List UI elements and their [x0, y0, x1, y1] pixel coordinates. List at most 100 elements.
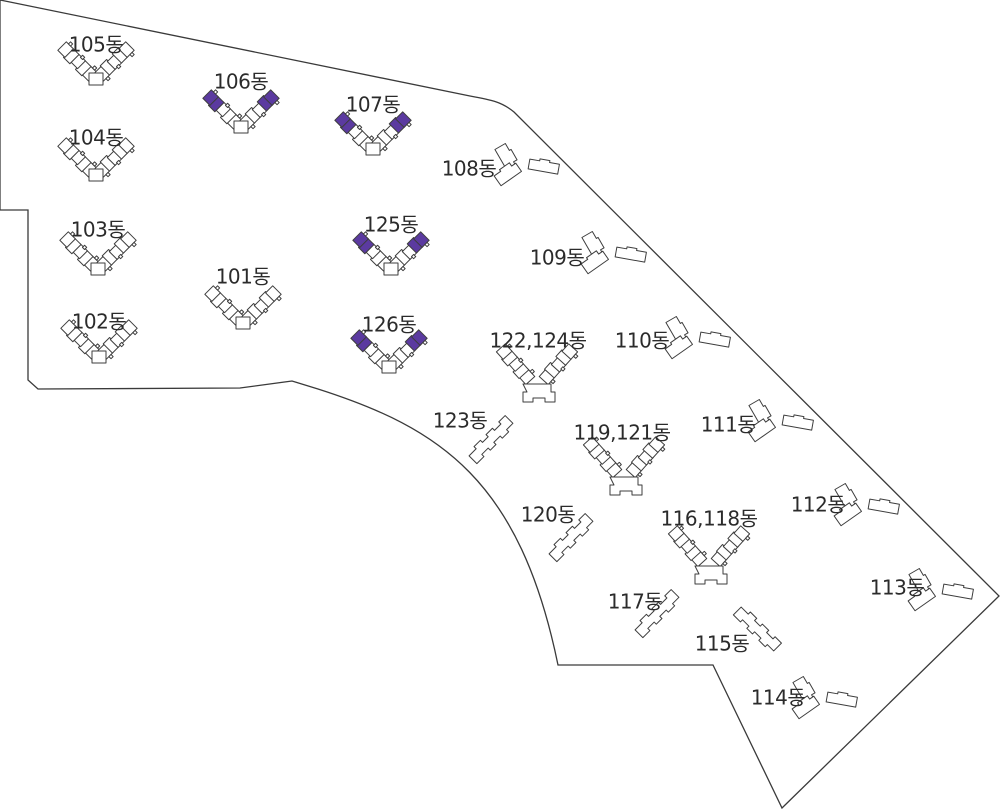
tower-outline: [527, 158, 560, 175]
building-117[interactable]: 117동: [608, 589, 681, 639]
balcony-notch: [118, 253, 124, 260]
building-125[interactable]: 125동: [352, 213, 431, 276]
balcony-notch: [368, 135, 375, 141]
tower-lower: [907, 587, 936, 612]
building-label: 126동: [362, 313, 417, 337]
building-105[interactable]: 105동: [57, 33, 136, 86]
balcony-notch: [745, 535, 751, 541]
balcony-notch: [701, 550, 707, 557]
balcony-notch: [362, 231, 369, 237]
balcony-notch: [91, 65, 98, 71]
balcony-notch: [250, 123, 256, 130]
building-122-124[interactable]: 122,124동: [489, 329, 587, 403]
building-103[interactable]: 103동: [59, 218, 138, 276]
balcony-notch: [518, 357, 524, 363]
building-wing: [625, 436, 666, 479]
tower-upper: [665, 316, 689, 345]
tower-upper: [792, 676, 816, 705]
balcony-notch: [732, 548, 738, 554]
building-wing: [582, 436, 623, 479]
balcony-notch: [374, 244, 381, 250]
core-block: [383, 262, 399, 276]
building-label: 104동: [69, 126, 124, 150]
balcony-notch: [105, 75, 111, 82]
building-wing: [667, 525, 708, 568]
balcony-notch: [105, 171, 111, 178]
core-block: [365, 142, 381, 156]
building-116-118[interactable]: 116,118동: [660, 507, 758, 585]
building-119-121[interactable]: 119,121동: [573, 421, 671, 496]
building-shape: [548, 513, 594, 563]
balcony-notch: [506, 343, 513, 349]
building-shape: [202, 89, 280, 134]
core-block: [609, 476, 643, 496]
building-111[interactable]: 111동: [701, 399, 814, 443]
building-label: 102동: [72, 310, 127, 334]
balcony-notch: [344, 111, 351, 117]
building-shape: [634, 589, 680, 639]
building-110[interactable]: 110동: [615, 316, 731, 360]
building-shape: [493, 143, 560, 187]
building-120[interactable]: 120동: [521, 503, 595, 563]
balcony-notch: [131, 241, 137, 248]
balcony-notch: [616, 461, 622, 468]
balcony-notch: [424, 241, 430, 248]
balcony-notch: [67, 41, 74, 47]
tower-lower: [580, 250, 609, 275]
building-106[interactable]: 106동: [202, 70, 281, 134]
balcony-notch: [637, 471, 643, 478]
balcony-notch: [261, 111, 267, 118]
balcony-notch: [356, 124, 363, 130]
balcony-notch: [212, 89, 219, 95]
building-114[interactable]: 114동: [751, 676, 858, 720]
tower-outline: [867, 498, 900, 515]
balcony-notch: [593, 436, 600, 442]
tower-lower: [791, 695, 820, 720]
balcony-notch: [409, 351, 415, 358]
balcony-notch: [411, 253, 417, 260]
building-109[interactable]: 109동: [530, 231, 647, 275]
building-shape: [833, 483, 900, 527]
balcony-notch: [93, 255, 100, 261]
tower-upper: [908, 568, 932, 597]
building-label: 123동: [433, 409, 488, 433]
building-112[interactable]: 112동: [791, 483, 900, 527]
building-101[interactable]: 101동: [204, 265, 283, 330]
building-label: 105동: [69, 33, 124, 57]
balcony-notch: [529, 368, 535, 375]
slab-building: [548, 513, 594, 563]
building-102[interactable]: 102동: [60, 310, 139, 364]
balcony-notch: [91, 161, 98, 167]
tower-right: [941, 583, 974, 600]
balcony-notch: [573, 353, 579, 359]
slab-outline: [634, 589, 680, 639]
building-104[interactable]: 104동: [57, 126, 136, 182]
tower-outline: [792, 676, 816, 705]
building-label: 114동: [751, 686, 806, 710]
building-108[interactable]: 108동: [442, 143, 560, 187]
building-115[interactable]: 115동: [695, 605, 782, 656]
building-123[interactable]: 123동: [433, 409, 515, 465]
building-wing: [204, 285, 245, 326]
balcony-notch: [116, 159, 122, 166]
building-wing: [96, 231, 137, 272]
building-113[interactable]: 113동: [870, 568, 974, 612]
balcony-notch: [224, 102, 231, 108]
building-wing: [94, 41, 135, 82]
building-wing: [538, 343, 579, 386]
building-shape: [57, 137, 135, 182]
balcony-notch: [79, 54, 86, 60]
balcony-notch: [69, 231, 76, 237]
tower-right: [825, 691, 858, 708]
building-shape: [667, 525, 751, 585]
tower-outline: [664, 335, 693, 360]
building-label: 111동: [701, 413, 756, 437]
building-label: 116,118동: [660, 507, 757, 531]
tower-upper: [494, 143, 518, 172]
building-label: 110동: [615, 329, 670, 353]
balcony-notch: [393, 133, 399, 140]
building-label: 108동: [442, 157, 497, 181]
building-label: 125동: [364, 213, 419, 237]
building-107[interactable]: 107동: [334, 93, 413, 156]
building-126[interactable]: 126동: [350, 313, 429, 374]
